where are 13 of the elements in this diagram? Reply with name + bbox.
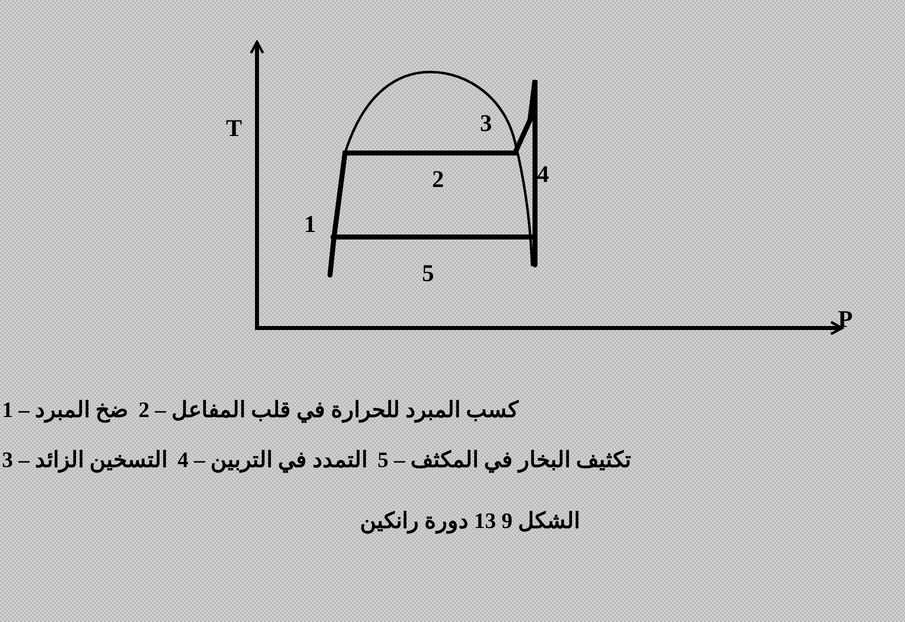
point-number: 5	[422, 262, 434, 286]
figure-caption: الشكل 9 13 دورة رانكين	[359, 508, 581, 534]
legend-item-text: 1 – ضخ المبرد	[2, 397, 128, 423]
point-number: 2	[432, 168, 444, 192]
point-number: 1	[304, 213, 316, 237]
axis-label: P	[838, 308, 853, 332]
legend-item-text: 5 – تكثيف البخار في المكثف	[378, 447, 631, 473]
point-number: 3	[480, 112, 492, 136]
point-number: 4	[537, 163, 549, 187]
legend-item-text: 4 – التمدد في التربين	[178, 447, 368, 473]
legend-item-text: 3 – التسخين الزائد	[2, 447, 168, 473]
legend-item-text: 2 – كسب المبرد للحرارة في قلب المفاعل	[138, 397, 518, 423]
axis-label: T	[226, 117, 242, 141]
